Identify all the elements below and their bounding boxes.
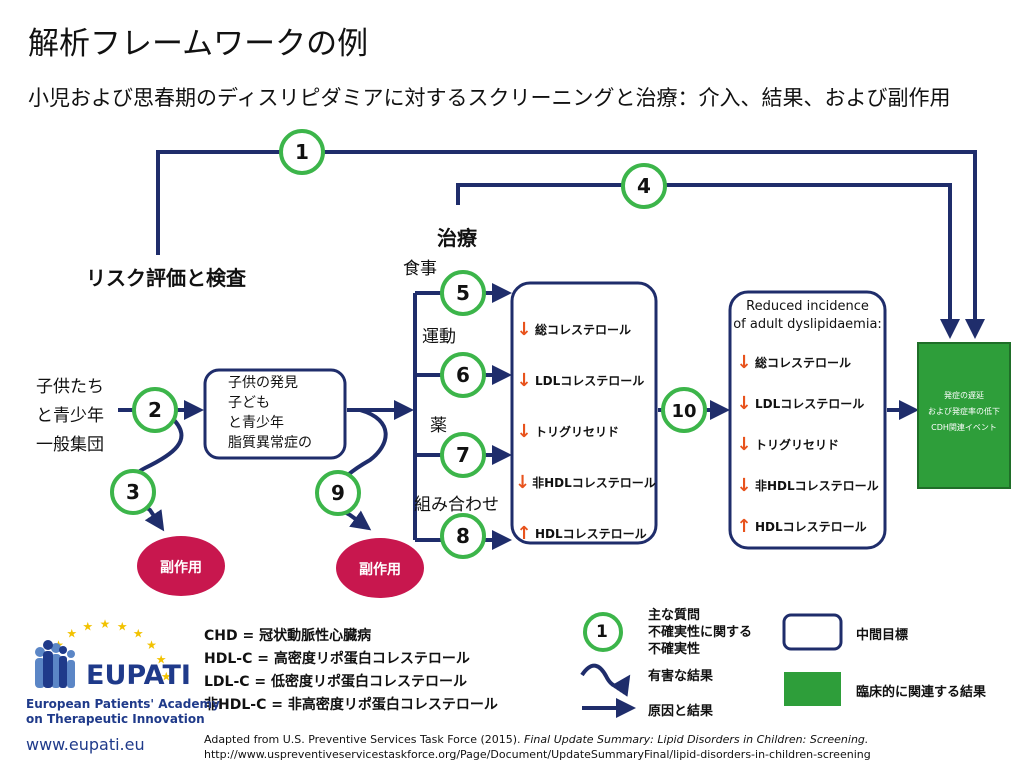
adverse-label-2: 副作用	[359, 562, 401, 578]
adverse-ellipse-2	[336, 538, 424, 598]
arrow-up-icon: ↑	[516, 523, 532, 544]
svg-text:4: 4	[637, 174, 651, 198]
star-icon: ★	[161, 669, 172, 683]
star-icon: ★	[133, 627, 144, 641]
question-circle-1: 1	[279, 129, 325, 175]
star-icon: ★	[117, 619, 128, 633]
measure-label: 総コレステロール	[755, 356, 852, 370]
arrow-down-icon: ↓	[515, 472, 531, 493]
svg-text:5: 5	[456, 281, 470, 305]
eupati-logo: ★★★★★★★★★★★	[35, 617, 172, 688]
measure-label: HDLコレステロール	[535, 527, 647, 541]
exercise-label: 運動	[422, 327, 456, 347]
question-circle-10: 10	[661, 387, 707, 433]
adverse-ellipse-1	[137, 536, 225, 596]
people-silhouettes	[35, 643, 75, 688]
risk-assessment-label: リスク評価と検査	[86, 266, 246, 290]
svg-text:2: 2	[148, 398, 162, 422]
question-circle-5: 5	[440, 270, 486, 316]
measure-item: ↓非HDLコレステロール	[515, 457, 656, 508]
detection-box	[203, 368, 347, 460]
detection-text: 子供の発見 子ども と青少年 脂質異常症の	[228, 375, 312, 451]
intermediate-list-2: ↓総コレステロール↓LDLコレステロール↓トリグリセリド↓非HDLコレステロール…	[735, 342, 883, 547]
top-arrows	[156, 150, 985, 339]
legend-harm: 有害な結果	[648, 669, 714, 684]
clinical-outcome-text: 発症の遅延 および発症率の低下 CDH関連イベント	[928, 391, 1000, 432]
svg-text:1: 1	[295, 140, 309, 164]
adverse-label-1: 副作用	[160, 560, 202, 576]
measure-label: トリグリセリド	[535, 425, 620, 439]
question-circle-7: 7	[440, 432, 486, 478]
page-title: 解析フレームワークの例	[28, 26, 369, 62]
reduced-incidence-heading: Reduced incidence of adult dyslipidaemia…	[733, 299, 882, 332]
question-circle-8: 8	[440, 513, 486, 559]
svg-text:6: 6	[456, 363, 470, 387]
question-circle-9: 9	[315, 470, 361, 516]
measure-label: 非HDLコレステロール	[755, 479, 879, 493]
combination-label: 組み合わせ	[414, 495, 499, 515]
svg-text:9: 9	[331, 481, 345, 505]
legend-circle-number: 1	[596, 622, 608, 642]
population-label: 子供たち と青少年 一般集団	[36, 377, 104, 455]
clinical-outcome-box	[917, 342, 1011, 489]
arrow-down-icon: ↓	[516, 370, 532, 391]
question-circle-3: 3	[110, 469, 156, 515]
intermediate-list-1: ↓総コレステロール↓LDLコレステロール↓トリグリセリド↓非HDLコレステロール…	[515, 304, 656, 559]
svg-text:10: 10	[671, 401, 696, 422]
svg-text:8: 8	[456, 524, 470, 548]
measure-item: ↓総コレステロール	[735, 342, 883, 383]
legend-intermediate: 中間目標	[856, 628, 909, 643]
star-icon: ★	[66, 627, 77, 641]
question-circle-2: 2	[132, 387, 178, 433]
question-circle-4: 4	[621, 163, 667, 209]
logo-url: www.eupati.eu	[26, 735, 145, 754]
logo-wordmark: EUPATI	[86, 660, 191, 691]
measure-item: ↑HDLコレステロール	[735, 506, 883, 547]
arrow-down-icon: ↓	[516, 421, 532, 442]
legend-question: 主な質問 不確実性に関する 不確実性	[648, 608, 753, 657]
legend-shapes	[580, 612, 843, 718]
legend-clinical: 臨床的に関連する結果	[856, 685, 987, 700]
abbreviation-list: CHD = 冠状動脈性心臓病 HDL-C = 高密度リポ蛋白コレステロール LD…	[204, 628, 498, 713]
source-citation: Adapted from U.S. Preventive Services Ta…	[204, 733, 869, 746]
drug-label: 薬	[430, 416, 447, 436]
question-circles: 1 2 3 4 5 6 7 8 9 10	[110, 129, 707, 559]
source-url: http://www.uspreventiveservicestaskforce…	[204, 748, 871, 761]
measure-item: ↓トリグリセリド	[735, 424, 883, 465]
measure-item: ↓トリグリセリド	[515, 406, 655, 457]
star-icon: ★	[156, 653, 167, 667]
intermediate-box-2	[728, 290, 887, 550]
measure-label: 総コレステロール	[535, 323, 632, 337]
measure-label: HDLコレステロール	[755, 520, 867, 534]
measure-label: LDLコレステロール	[535, 374, 645, 388]
question-circle-6: 6	[440, 352, 486, 398]
arrow-down-icon: ↓	[516, 319, 532, 340]
arrow-down-icon: ↓	[736, 393, 752, 414]
star-icon: ★	[82, 619, 93, 633]
diet-label: 食事	[403, 259, 437, 279]
logo-tagline: European Patients' Academy on Therapeuti…	[26, 697, 220, 726]
measure-item: ↓LDLコレステロール	[735, 383, 883, 424]
arrow-down-icon: ↓	[736, 434, 752, 455]
measure-label: LDLコレステロール	[755, 397, 865, 411]
measure-item: ↓非HDLコレステロール	[735, 465, 883, 506]
measure-item: ↑HDLコレステロール	[515, 508, 655, 559]
measure-label: 非HDLコレステロール	[532, 476, 656, 490]
intermediate-box-1	[510, 281, 658, 545]
measure-item: ↓総コレステロール	[515, 304, 655, 355]
treatment-label: 治療	[437, 226, 477, 250]
page-subtitle: 小児および思春期のディスリピダミアに対するスクリーニングと治療：介入、結果、およ…	[28, 86, 951, 110]
arrow-down-icon: ↓	[736, 352, 752, 373]
legend-cause: 原因と結果	[648, 704, 714, 719]
arrow-up-icon: ↑	[736, 516, 752, 537]
svg-text:7: 7	[456, 443, 470, 467]
star-icon: ★	[100, 617, 111, 631]
arrow-down-icon: ↓	[736, 475, 752, 496]
measure-item: ↓LDLコレステロール	[515, 355, 655, 406]
measure-label: トリグリセリド	[755, 438, 840, 452]
star-icon: ★	[146, 638, 157, 652]
svg-text:3: 3	[126, 480, 140, 504]
